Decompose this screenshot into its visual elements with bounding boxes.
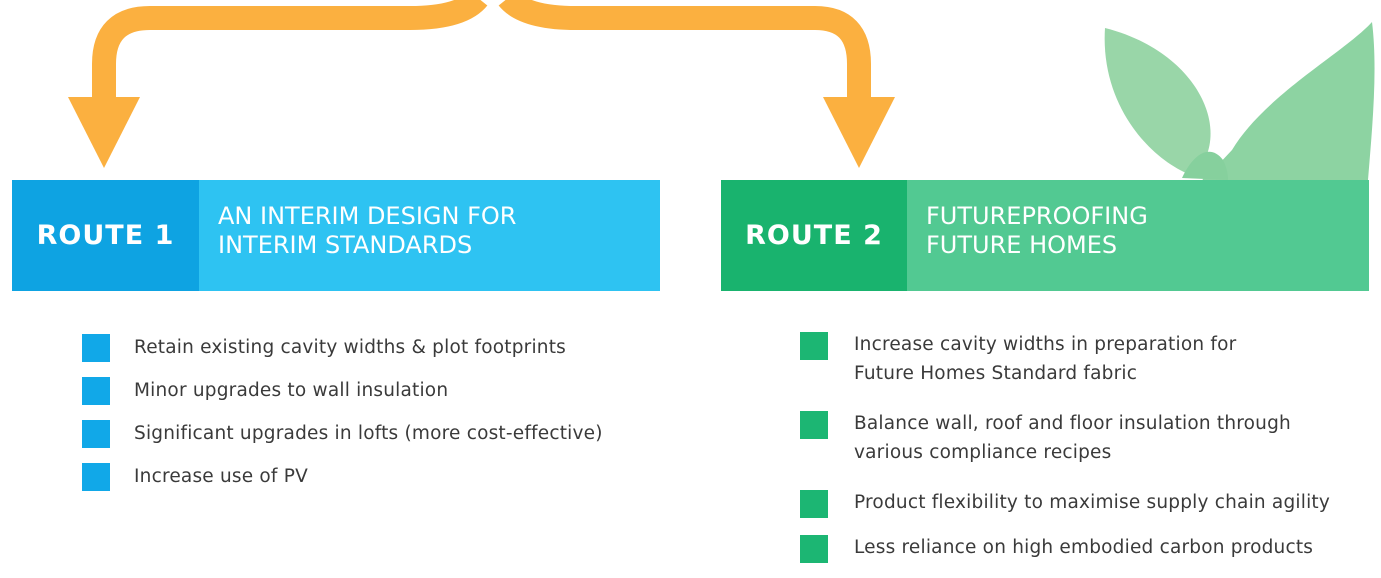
route-1-list: Retain existing cavity widths & plot foo… [82, 331, 603, 503]
list-item-text: Minor upgrades to wall insulation [134, 380, 449, 401]
list-item-text-line-1: Product flexibility to maximise supply c… [854, 492, 1331, 513]
route-1-title: AN INTERIM DESIGN FOR INTERIM STANDARDS [199, 180, 660, 291]
list-item-text-line-1: Balance wall, roof and floor insulation … [854, 413, 1291, 434]
list-item-text-line-2: Future Homes Standard fabric [854, 363, 1138, 384]
list-item-text: Significant upgrades in lofts (more cost… [134, 423, 603, 444]
route-1-banner: ROUTE 1 AN INTERIM DESIGN FOR INTERIM ST… [12, 180, 660, 291]
bullet-square-icon [82, 420, 110, 448]
list-item-text-line-2: various compliance recipes [854, 442, 1112, 463]
bullet-square-icon [800, 332, 828, 360]
route-1-title-line-1: AN INTERIM DESIGN FOR [218, 202, 517, 230]
list-item: Product flexibility to maximise supply c… [800, 488, 1330, 533]
list-item-text-line-1: Less reliance on high embodied carbon pr… [854, 537, 1314, 558]
route-2-title-line-2: FUTURE HOMES [926, 231, 1118, 259]
bullet-square-icon [800, 535, 828, 563]
list-item: Significant upgrades in lofts (more cost… [82, 417, 603, 460]
split-arrow-icon [92, 0, 871, 105]
route-1-title-line-2: INTERIM STANDARDS [218, 231, 473, 259]
list-item: Increase cavity widths in preparation fo… [800, 330, 1330, 409]
route-2-list: Increase cavity widths in preparation fo… [800, 330, 1330, 578]
route-2-tag: ROUTE 2 [721, 180, 907, 291]
bullet-square-icon [800, 490, 828, 518]
left-arrowhead [68, 97, 140, 168]
list-item-text: Increase use of PV [134, 466, 308, 487]
bullet-square-icon [800, 411, 828, 439]
list-item: Balance wall, roof and floor insulation … [800, 409, 1330, 488]
list-item-text-line-1: Increase cavity widths in preparation fo… [854, 334, 1237, 355]
list-item: Retain existing cavity widths & plot foo… [82, 331, 603, 374]
route-2-title: FUTUREPROOFING FUTURE HOMES [907, 180, 1369, 291]
route-2-banner: ROUTE 2 FUTUREPROOFING FUTURE HOMES [721, 180, 1369, 291]
leaf-icon [1104, 22, 1375, 180]
list-item-text: Retain existing cavity widths & plot foo… [134, 337, 567, 358]
right-arrowhead [823, 97, 895, 168]
list-item: Minor upgrades to wall insulation [82, 374, 603, 417]
route-1-tag: ROUTE 1 [12, 180, 199, 291]
bullet-square-icon [82, 334, 110, 362]
route-2-title-line-1: FUTUREPROOFING [926, 202, 1148, 230]
bullet-square-icon [82, 463, 110, 491]
list-item: Increase use of PV [82, 460, 603, 503]
bullet-square-icon [82, 377, 110, 405]
decoration-layer [68, 0, 1375, 180]
list-item: Less reliance on high embodied carbon pr… [800, 533, 1330, 578]
